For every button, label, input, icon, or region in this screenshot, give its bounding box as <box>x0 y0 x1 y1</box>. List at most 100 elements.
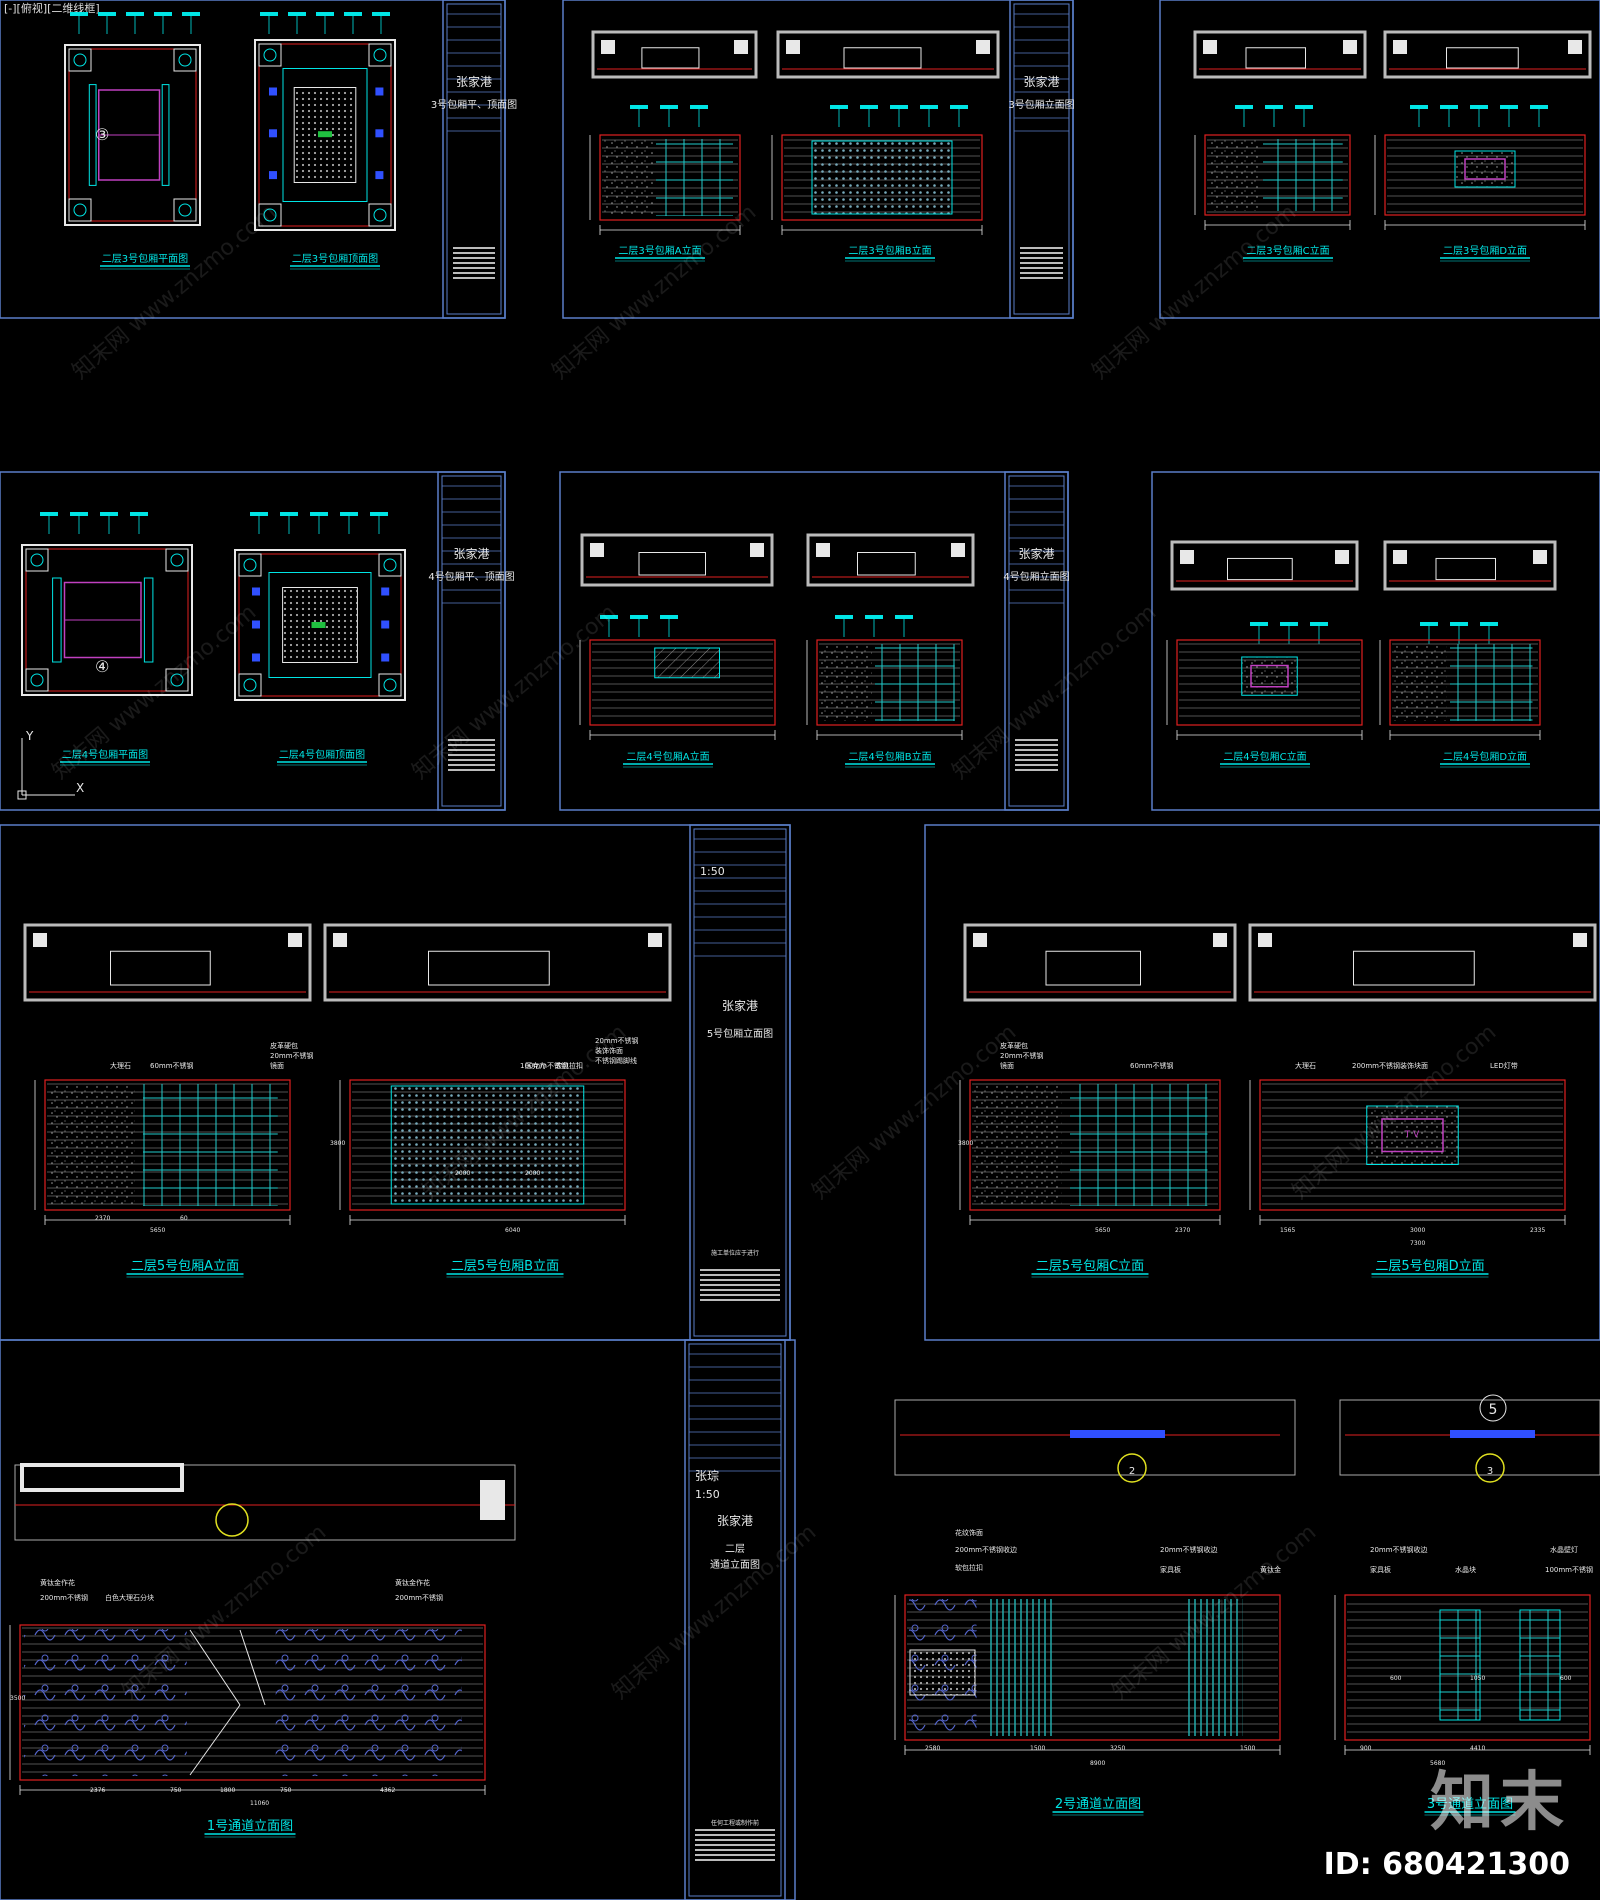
annotation-tag <box>70 512 88 516</box>
section-marker <box>1475 1453 1505 1483</box>
sheet-border <box>0 1339 796 1900</box>
plan-strip-wall <box>1383 30 1592 79</box>
tb-scale: 1:50 <box>700 865 725 878</box>
annotation-tag <box>865 615 883 619</box>
plan-strip-wall <box>23 923 312 1002</box>
material-label: 装饰饰面 <box>595 1046 623 1055</box>
room-wall <box>21 544 193 696</box>
annotation-tag <box>1235 105 1253 109</box>
light-fixture <box>252 653 260 662</box>
plan-strip-furniture <box>1446 47 1519 69</box>
elevation-outline <box>1384 134 1586 216</box>
material-label: 60mm不锈钢 <box>1130 1061 1174 1070</box>
sofa <box>161 84 170 186</box>
dimension-value: 2000 <box>455 1170 470 1177</box>
dimension-value: 2376 <box>90 1787 105 1794</box>
viewport-label[interactable]: [-][俯视][二维线框] <box>4 2 100 15</box>
room-inner <box>258 43 392 227</box>
sheet-4-elev-cd: 二层4号包厢C立面二层4号包厢D立面 <box>1151 471 1600 811</box>
elevation-outline <box>44 1079 291 1211</box>
column-symbol <box>243 678 257 692</box>
plan-strip-column <box>816 543 830 557</box>
plan-strip-column <box>1393 550 1407 564</box>
marble-panel <box>821 644 872 721</box>
annotation-tag <box>288 12 306 16</box>
ceiling-panel <box>293 87 357 183</box>
annotation-tag <box>98 12 116 16</box>
elevation-outline <box>1389 639 1541 726</box>
annotation-tag <box>370 512 388 516</box>
section-marker <box>1479 1394 1507 1422</box>
ceiling-panel <box>282 587 358 663</box>
plan-strip-column <box>976 40 990 54</box>
marker-label: 3 <box>1487 1466 1493 1477</box>
annotation-tag <box>280 512 298 516</box>
plan-strip-furniture <box>641 47 700 69</box>
dimension-value: 600 <box>1560 1675 1572 1682</box>
plan-strip-column <box>973 933 987 947</box>
title-block <box>442 0 506 319</box>
dimension-value: 3500 <box>10 1695 25 1702</box>
annotation-tag <box>1250 622 1268 626</box>
door-swing <box>189 1629 241 1706</box>
plan-strip-furniture <box>428 950 550 986</box>
room-wall <box>234 549 406 701</box>
marble-panel <box>1394 644 1447 721</box>
drawing-title: 二层3号包厢A立面 <box>618 244 701 257</box>
tufted-panel <box>811 140 953 215</box>
tv-frame <box>1250 664 1289 688</box>
plan-strip-column <box>1533 550 1547 564</box>
panel-grid <box>1070 1084 1208 1206</box>
sheet-4-plan: 张家港4号包厢平、顶面图④YX二层4号包厢平面图二层4号包厢顶面图 <box>0 471 515 811</box>
title-block-inner <box>693 828 787 1337</box>
section-marker <box>1117 1453 1147 1483</box>
annotation-tag <box>1530 105 1548 109</box>
light-fixture <box>381 620 390 629</box>
annotation-tag <box>1280 622 1298 626</box>
material-label: 软包拉扣 <box>555 1061 583 1070</box>
annotation-tag <box>40 512 58 516</box>
annotation-tag <box>660 615 678 619</box>
column-symbol <box>73 203 87 217</box>
annotation-tag <box>1310 622 1328 626</box>
column-symbol <box>30 553 44 567</box>
tv-label: T V <box>1404 1130 1420 1140</box>
annotation-tag <box>316 12 334 16</box>
drawing-title: 二层3号包厢平面图 <box>102 252 188 265</box>
drawing-title: 二层4号包厢平面图 <box>62 748 148 761</box>
material-label: 20mm不锈钢收边 <box>1370 1545 1428 1554</box>
column-outline <box>238 553 262 577</box>
material-label: 200mm不锈钢 <box>40 1593 88 1602</box>
panel-grid <box>1450 644 1533 721</box>
annotation-tag <box>100 512 118 516</box>
title-block <box>1009 0 1074 319</box>
plan-strip-furniture <box>1045 950 1141 986</box>
annotation-tag <box>154 12 172 16</box>
material-label: 家具板 <box>1370 1565 1391 1574</box>
light-fixture <box>269 171 277 180</box>
material-label: 软包拉扣 <box>955 1563 983 1572</box>
marker-label: 2 <box>1129 1466 1135 1477</box>
elevation-outline <box>781 134 983 221</box>
dimension-value: 1500 <box>1240 1745 1255 1752</box>
tufted-panel <box>390 1085 585 1205</box>
light-fixture <box>269 129 277 138</box>
column-symbol <box>30 673 44 687</box>
annotation-tag <box>630 615 648 619</box>
tb-project: 张家港 <box>1018 546 1054 561</box>
column-outline <box>368 43 392 67</box>
light-fixture <box>269 87 277 96</box>
tb-project: 张家港 <box>453 546 489 561</box>
title-block-inner <box>1008 475 1065 807</box>
title-block-inner <box>441 475 502 807</box>
sheet-note: 施工单位应于进行 <box>711 1249 759 1257</box>
plan-strip-wall <box>1248 923 1597 1002</box>
column-symbol <box>373 208 387 222</box>
dimension-value: 1800 <box>220 1787 235 1794</box>
material-label: LED灯带 <box>1490 1061 1518 1070</box>
light-fixture <box>375 171 384 180</box>
annotation-tag <box>310 512 328 516</box>
dimension-value: 60 <box>180 1215 188 1222</box>
